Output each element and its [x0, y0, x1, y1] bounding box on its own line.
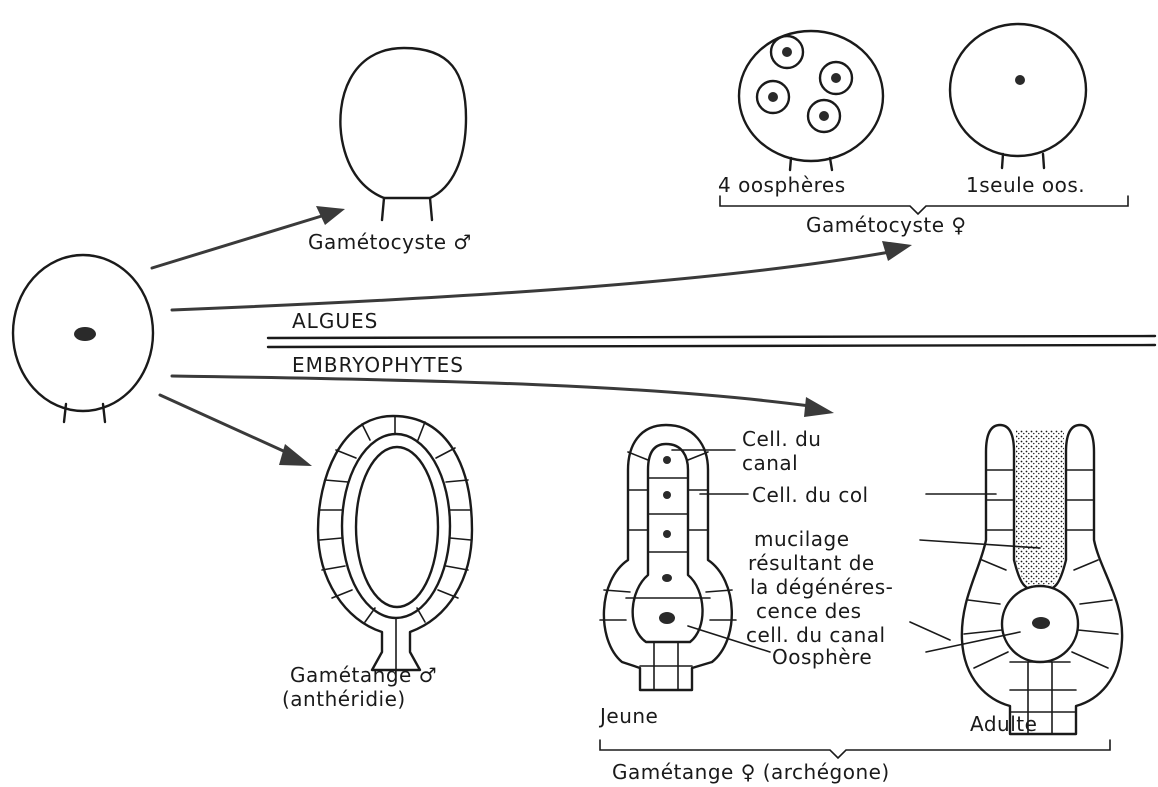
label-algues: ALGUES: [292, 309, 378, 333]
label-jeune: Jeune: [598, 704, 658, 728]
female-symbol-2: ♀: [741, 760, 756, 784]
antheridie: [318, 416, 472, 670]
label-antheridie: (anthéridie): [282, 687, 406, 711]
label-mucilage-line5: cell. du canal: [746, 623, 886, 647]
brace-gametange-female: [600, 740, 1110, 758]
female-symbol: ♀: [951, 213, 966, 237]
male-gametocyste: [340, 48, 466, 220]
label-cell-col: Cell. du col: [752, 483, 869, 507]
label-cell-canal-line2: canal: [742, 451, 798, 475]
archegone-adult: [962, 425, 1122, 734]
female-gametocyste-four-oospheres: [739, 31, 883, 170]
male-symbol-2: ♂: [419, 663, 437, 687]
label-four-oospheres: 4 oosphères: [718, 173, 846, 197]
label-adulte: Adulte: [970, 712, 1037, 736]
label-gametocyste-male: Gamétocyste ♂: [308, 230, 472, 254]
label-mucilage-line3: la dégénéres-: [750, 575, 893, 599]
separator-lines: [268, 336, 1155, 347]
mother-cell: [13, 255, 153, 422]
archegone-young: [600, 425, 736, 690]
label-oosphere: Oosphère: [772, 645, 872, 669]
label-mucilage-line4: cence des: [756, 599, 862, 623]
label-embryophytes: EMBRYOPHYTES: [292, 353, 464, 377]
label-mucilage-line1: mucilage: [754, 527, 850, 551]
label-gametange-male: Gamétange ♂: [290, 663, 437, 687]
arrow-to-antheridie: [160, 395, 312, 466]
female-gametocyste-one-oosphere: [950, 24, 1086, 168]
label-gametocyste-female: Gamétocyste ♀: [806, 213, 967, 237]
male-symbol: ♂: [453, 230, 471, 254]
label-one-oos: 1seule oos.: [966, 173, 1085, 197]
label-mucilage-line2: résultant de: [748, 551, 875, 575]
arrow-to-female-gametocyste: [172, 241, 912, 310]
label-gametange-female: Gamétange ♀ (archégone): [612, 760, 890, 784]
arrow-to-archegone: [172, 376, 834, 417]
brace-gametocyste-female: [720, 196, 1128, 214]
label-cell-canal-line1: Cell. du: [742, 427, 821, 451]
